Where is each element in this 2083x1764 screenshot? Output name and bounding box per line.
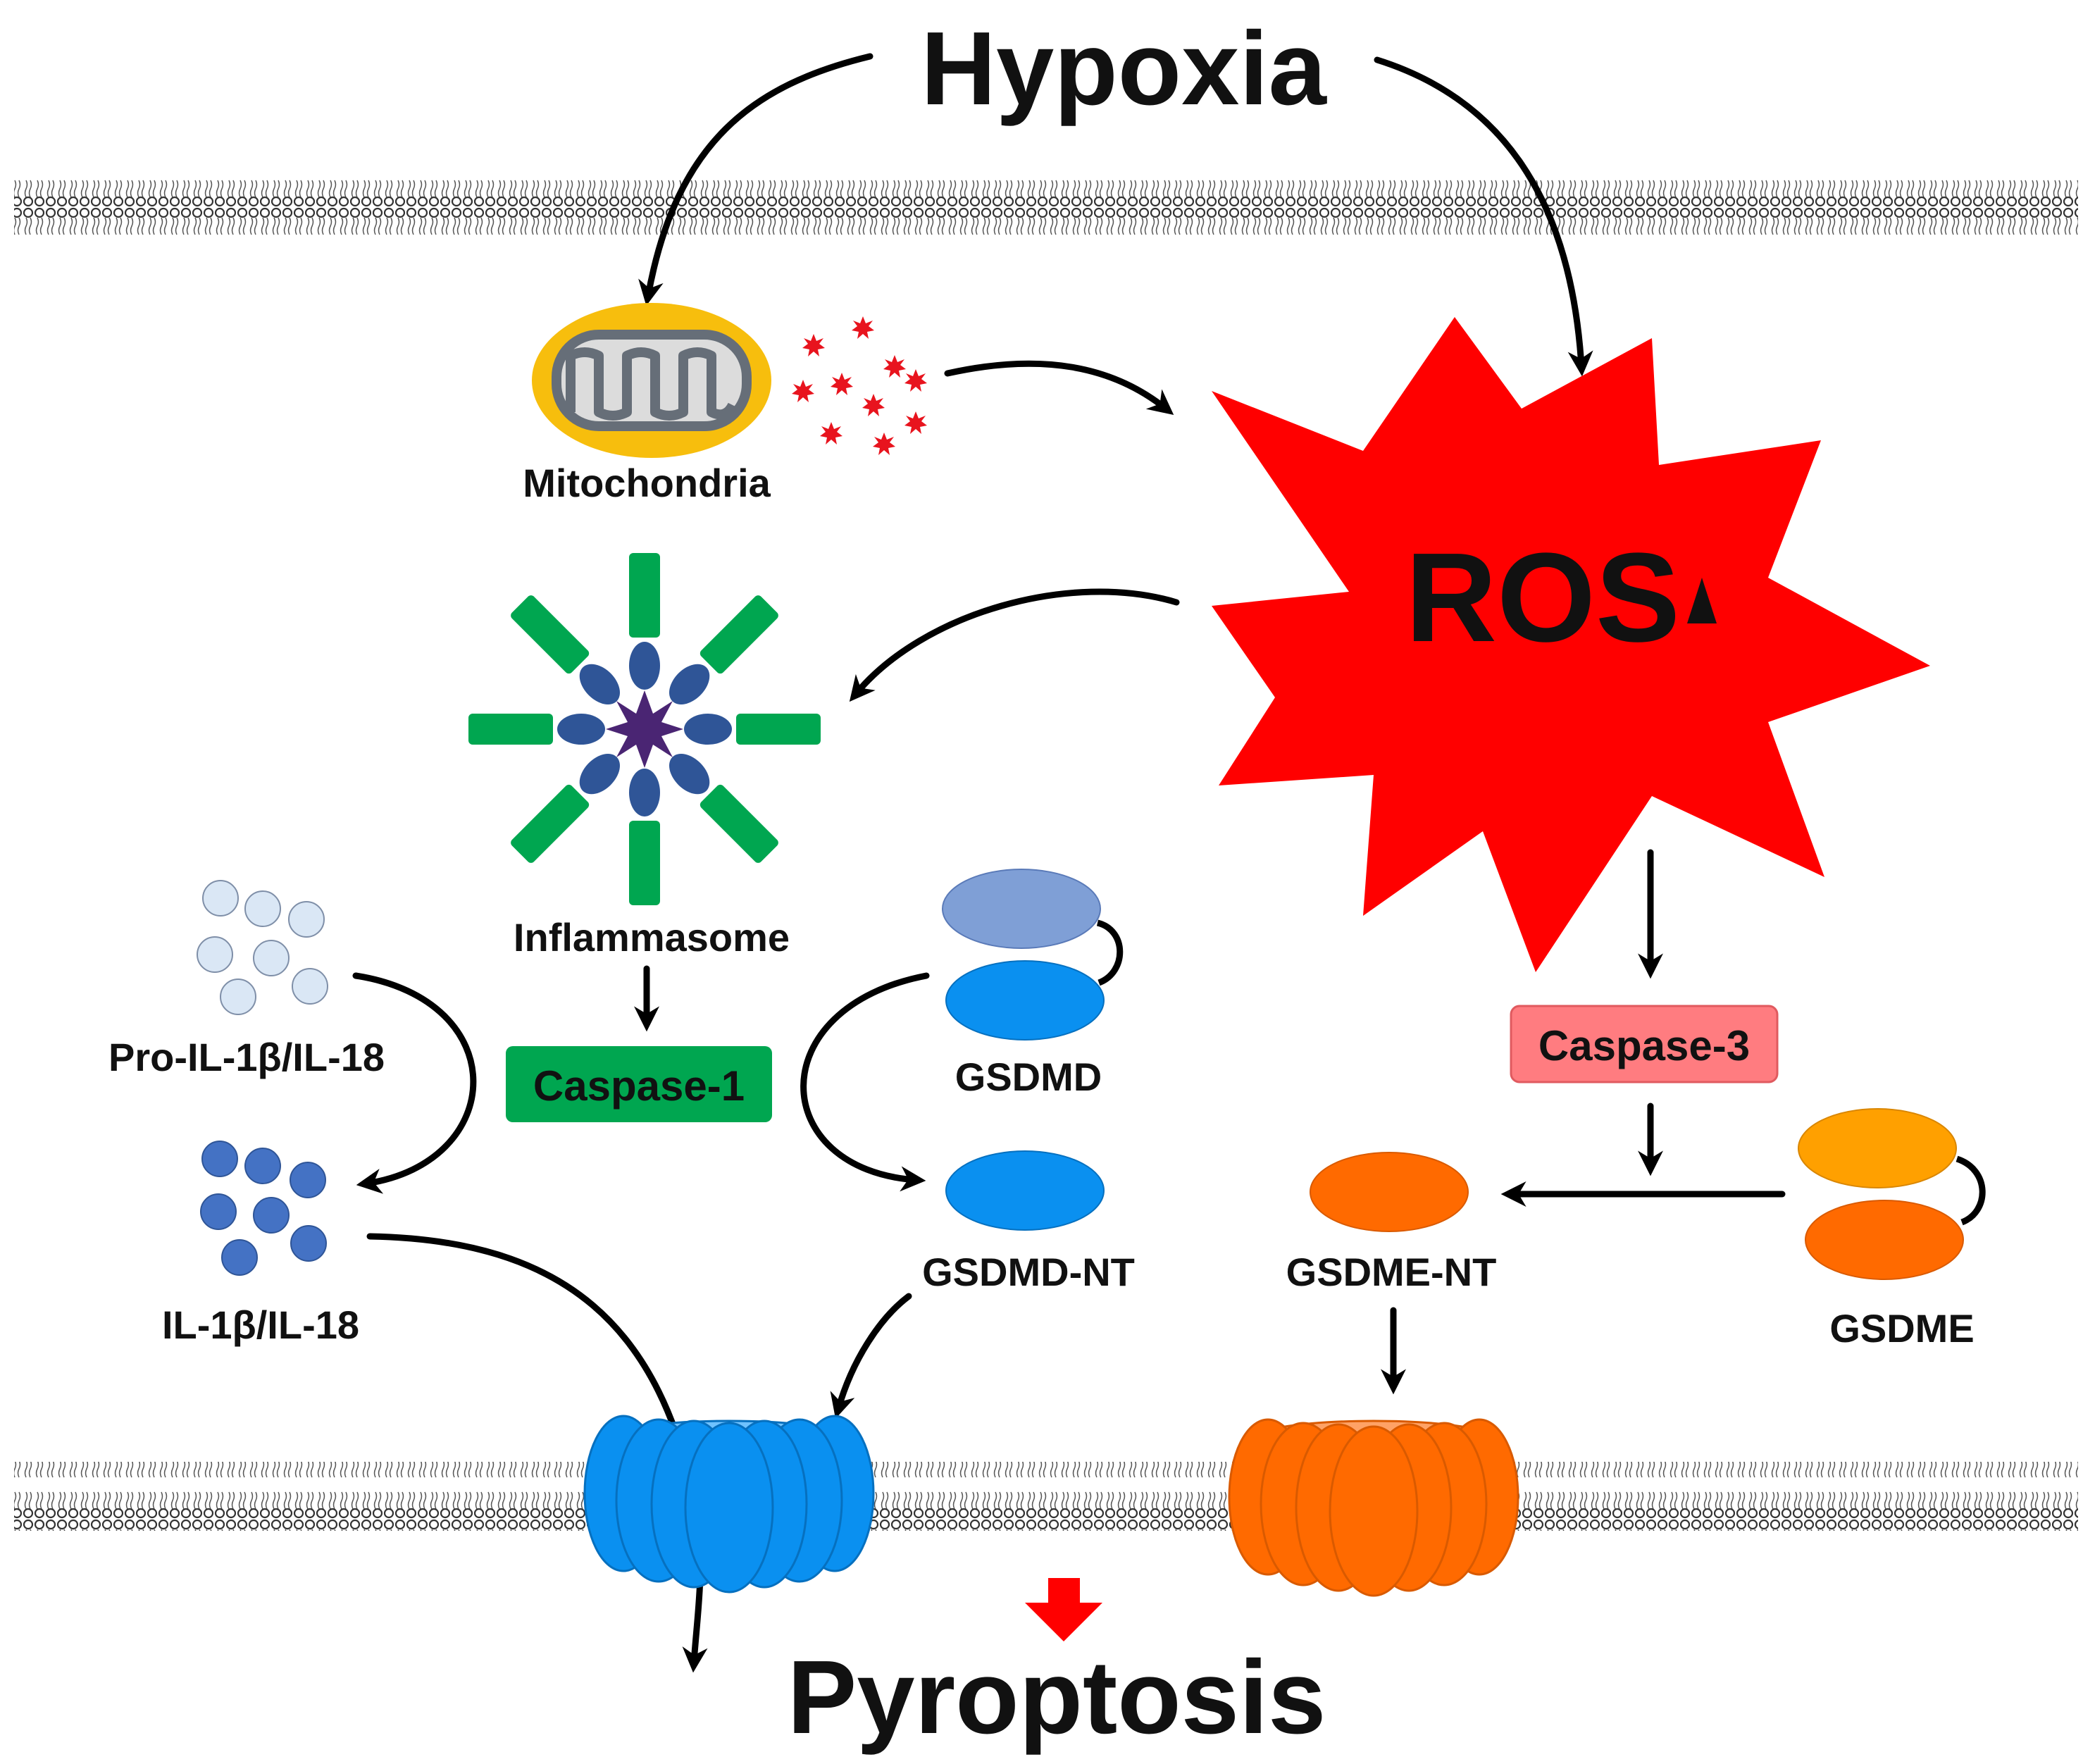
up-triangle-icon	[1687, 578, 1717, 623]
gsdme-icon	[1798, 1108, 1986, 1280]
il-label: IL-1β/IL-18	[162, 1303, 359, 1347]
gsdmd-nt-icon	[945, 1150, 1105, 1231]
gsdme-pore-icon	[1228, 1418, 1519, 1597]
hypoxia-label: Hypoxia	[921, 11, 1327, 127]
caspase3-label: Caspase-3	[1538, 1022, 1750, 1069]
gsdmd-icon	[942, 869, 1124, 1041]
ros-particles	[792, 316, 927, 455]
caspase1-label: Caspase-1	[533, 1062, 745, 1110]
gsdmd-pore-icon	[583, 1415, 875, 1594]
ros-burst	[1212, 317, 1930, 972]
gsdme-label: GSDME	[1829, 1306, 1974, 1350]
gsdmd-label: GSDMD	[955, 1055, 1102, 1099]
lower-membrane	[14, 1462, 2078, 1531]
arrow-mito-to-ros	[944, 360, 1174, 415]
upper-membrane	[14, 175, 2078, 244]
arrow-pro-il-to-il	[352, 972, 477, 1194]
pro-il-label: Pro-IL-1β/IL-18	[108, 1035, 385, 1079]
arrow-il-release	[366, 1233, 708, 1673]
arrow-gsdmd-nt-to-pore	[830, 1293, 912, 1419]
arrow-gsdmd-cleavage	[800, 972, 930, 1192]
mitochondria-label: Mitochondria	[523, 461, 771, 505]
caspase3-box	[1510, 1005, 1779, 1083]
ros-label: ROS	[1405, 527, 1680, 669]
arrow-hypoxia-to-ros	[1374, 56, 1593, 377]
mitochondria-icon	[532, 303, 771, 458]
down-arrow-icon	[1025, 1578, 1102, 1641]
inflammasome-icon	[468, 553, 821, 905]
gsdme-nt-icon	[1310, 1152, 1469, 1232]
il-molecules	[200, 1141, 327, 1276]
pro-il-molecules	[197, 880, 328, 1015]
arrow-hypoxia-to-mitochondria	[638, 53, 873, 306]
caspase1-box	[506, 1046, 772, 1122]
arrow-ros-to-inflammasome	[849, 588, 1180, 702]
pyroptosis-label: Pyroptosis	[788, 1639, 1326, 1756]
gsdme-nt-label: GSDME-NT	[1286, 1250, 1497, 1294]
inflammasome-label: Inflammasome	[514, 915, 790, 959]
gsdmd-nt-label: GSDMD-NT	[922, 1250, 1135, 1294]
